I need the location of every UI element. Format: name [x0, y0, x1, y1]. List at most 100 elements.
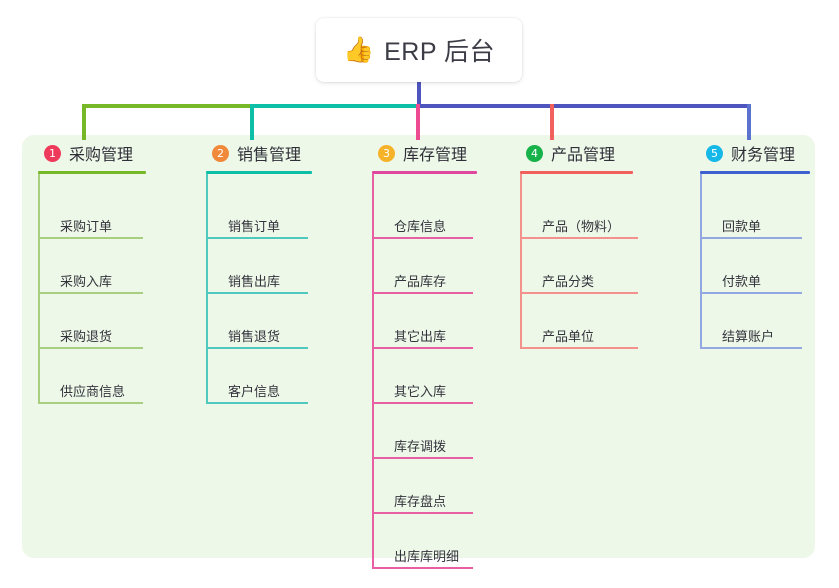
leaf-label: 销售出库	[228, 274, 281, 289]
leaf-label: 采购订单	[60, 219, 113, 234]
branch-items-5: 回款单 付款单 结算账户	[700, 174, 839, 349]
leaf-item[interactable]: 客户信息	[206, 349, 374, 404]
leaf-rule	[520, 347, 638, 349]
branch-column-purchasing: 1 采购管理 采购订单 采购入库 采购退货 供应商信息	[38, 135, 206, 404]
leaf-rule	[700, 292, 802, 294]
leaf-label: 客户信息	[228, 384, 281, 399]
leaf-label: 结算账户	[722, 329, 775, 344]
leaf-item[interactable]: 产品库存	[372, 239, 532, 294]
branch-header-rule-4	[520, 171, 633, 174]
leaf-item[interactable]: 库存盘点	[372, 459, 532, 514]
connector-drop-1	[82, 104, 86, 140]
branch-title-1: 采购管理	[69, 147, 134, 164]
leaf-label: 库存盘点	[394, 494, 447, 509]
leaf-rule	[372, 512, 473, 514]
leaf-item[interactable]: 销售订单	[206, 184, 374, 239]
leaf-item[interactable]: 出库库明细	[372, 514, 532, 569]
leaf-label: 出库库明细	[394, 549, 460, 564]
connector-bus-teal	[252, 104, 419, 108]
connector-drop-4	[550, 104, 554, 140]
leaf-rule	[372, 347, 473, 349]
branch-badge-3: 3	[378, 144, 395, 162]
branch-header-rule-1	[38, 171, 146, 174]
leaf-item[interactable]: 仓库信息	[372, 184, 532, 239]
leaf-rule	[38, 347, 143, 349]
diagram-panel	[22, 135, 815, 558]
branch-header-rule-2	[206, 171, 312, 174]
leaf-rule	[700, 347, 802, 349]
leaf-rule	[372, 457, 473, 459]
leaf-item[interactable]: 产品分类	[520, 239, 700, 294]
leaf-label: 产品（物料）	[542, 219, 621, 234]
leaf-item[interactable]: 销售出库	[206, 239, 374, 294]
leaf-item[interactable]: 回款单	[700, 184, 839, 239]
leaf-rule	[372, 402, 473, 404]
leaf-rule	[520, 237, 638, 239]
leaf-item[interactable]: 库存调拨	[372, 404, 532, 459]
leaf-label: 销售订单	[228, 219, 281, 234]
branch-header-inventory[interactable]: 3 库存管理	[372, 135, 532, 171]
leaf-item[interactable]: 其它出库	[372, 294, 532, 349]
root-node[interactable]: 👍 ERP 后台	[316, 18, 522, 82]
leaf-rule	[206, 292, 308, 294]
leaf-rule	[372, 292, 473, 294]
leaf-item[interactable]: 采购退货	[38, 294, 206, 349]
branch-badge-2: 2	[212, 144, 229, 162]
branch-column-sales: 2 销售管理 销售订单 销售出库 销售退货 客户信息	[206, 135, 374, 404]
leaf-rule	[700, 237, 802, 239]
branch-spine-4	[520, 174, 522, 349]
leaf-label: 其它入库	[394, 384, 447, 399]
leaf-item[interactable]: 采购订单	[38, 184, 206, 239]
leaf-rule	[520, 292, 638, 294]
branch-header-product[interactable]: 4 产品管理	[520, 135, 700, 171]
leaf-rule	[38, 237, 143, 239]
branch-badge-4: 4	[526, 144, 543, 162]
branch-header-rule-3	[372, 171, 477, 174]
leaf-label: 产品单位	[542, 329, 595, 344]
branch-title-5: 财务管理	[731, 147, 796, 164]
connector-drop-2	[250, 104, 254, 140]
branch-header-sales[interactable]: 2 销售管理	[206, 135, 374, 171]
connector-bus-green	[82, 104, 254, 108]
branch-title-3: 库存管理	[403, 147, 468, 164]
leaf-label: 供应商信息	[60, 384, 126, 399]
leaf-item[interactable]: 产品（物料）	[520, 184, 700, 239]
branch-items-4: 产品（物料） 产品分类 产品单位	[520, 174, 700, 349]
leaf-item[interactable]: 付款单	[700, 239, 839, 294]
leaf-item[interactable]: 销售退货	[206, 294, 374, 349]
leaf-label: 库存调拨	[394, 439, 447, 454]
branch-items-2: 销售订单 销售出库 销售退货 客户信息	[206, 174, 374, 404]
leaf-rule	[372, 567, 473, 569]
connector-stem	[417, 82, 421, 107]
leaf-item[interactable]: 其它入库	[372, 349, 532, 404]
leaf-label: 采购入库	[60, 274, 113, 289]
leaf-label: 产品库存	[394, 274, 447, 289]
leaf-rule	[206, 347, 308, 349]
leaf-label: 付款单	[722, 274, 762, 289]
leaf-rule	[372, 237, 473, 239]
leaf-label: 其它出库	[394, 329, 447, 344]
leaf-label: 销售退货	[228, 329, 281, 344]
branch-spine-5	[700, 174, 702, 349]
leaf-rule	[38, 402, 143, 404]
leaf-item[interactable]: 供应商信息	[38, 349, 206, 404]
leaf-item[interactable]: 结算账户	[700, 294, 839, 349]
connector-drop-5	[747, 104, 751, 140]
branch-title-4: 产品管理	[551, 147, 616, 164]
branch-header-finance[interactable]: 5 财务管理	[700, 135, 839, 171]
branch-title-2: 销售管理	[237, 147, 302, 164]
leaf-label: 产品分类	[542, 274, 595, 289]
leaf-item[interactable]: 产品单位	[520, 294, 700, 349]
branch-spine-3	[372, 174, 374, 569]
branch-badge-5: 5	[706, 144, 723, 162]
leaf-rule	[38, 292, 143, 294]
branch-column-product: 4 产品管理 产品（物料） 产品分类 产品单位	[520, 135, 700, 349]
connector-bus-purple	[417, 104, 751, 108]
leaf-label: 回款单	[722, 219, 762, 234]
leaf-item[interactable]: 采购入库	[38, 239, 206, 294]
branch-header-purchasing[interactable]: 1 采购管理	[38, 135, 206, 171]
branch-items-3: 仓库信息 产品库存 其它出库 其它入库 库存调拨 库存盘点 出库库明细	[372, 174, 532, 569]
branch-column-finance: 5 财务管理 回款单 付款单 结算账户	[700, 135, 839, 349]
branch-column-inventory: 3 库存管理 仓库信息 产品库存 其它出库 其它入库 库存调拨 库存盘点 出库库…	[372, 135, 532, 569]
